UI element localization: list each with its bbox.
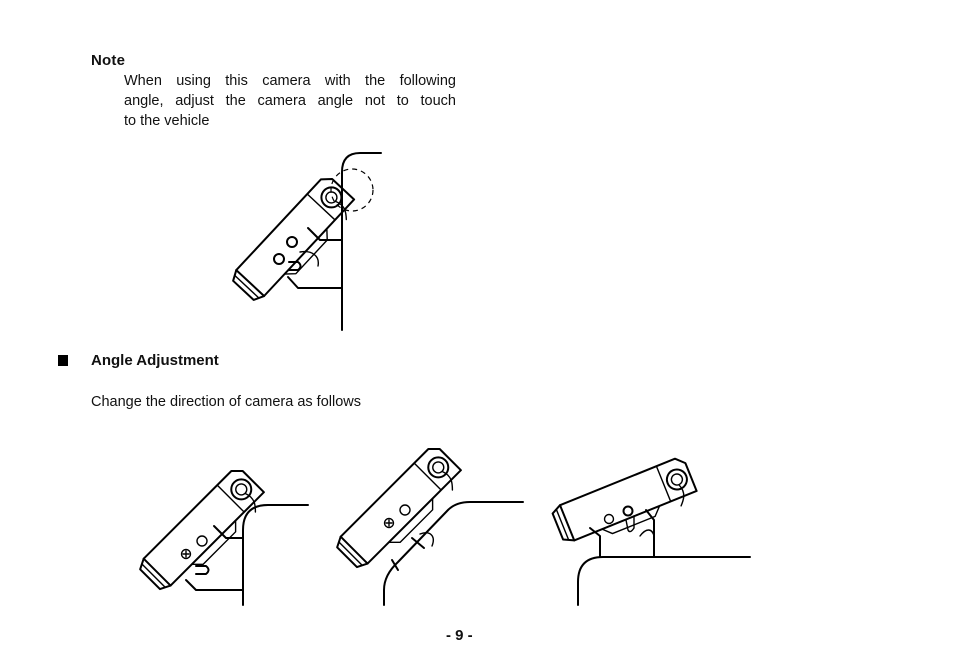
section-bullet-square bbox=[58, 355, 68, 366]
angle-illustration-1 bbox=[135, 464, 309, 606]
angle-illustration-2 bbox=[332, 442, 524, 606]
section-text: Change the direction of camera as follow… bbox=[91, 394, 362, 410]
note-heading: Note bbox=[91, 52, 126, 69]
note-text: When using this camera with the followin… bbox=[124, 71, 456, 131]
note-line-3: to the vehicle bbox=[124, 113, 210, 129]
section-title: Angle Adjustment bbox=[91, 352, 219, 369]
page-number: - 9 - bbox=[446, 627, 473, 644]
note-line-1: When using this camera with the followin… bbox=[124, 73, 456, 89]
angle-illustration-3 bbox=[549, 454, 751, 606]
note-illustration bbox=[228, 152, 382, 331]
note-line-2: angle, adjust the camera angle not to to… bbox=[124, 93, 456, 109]
